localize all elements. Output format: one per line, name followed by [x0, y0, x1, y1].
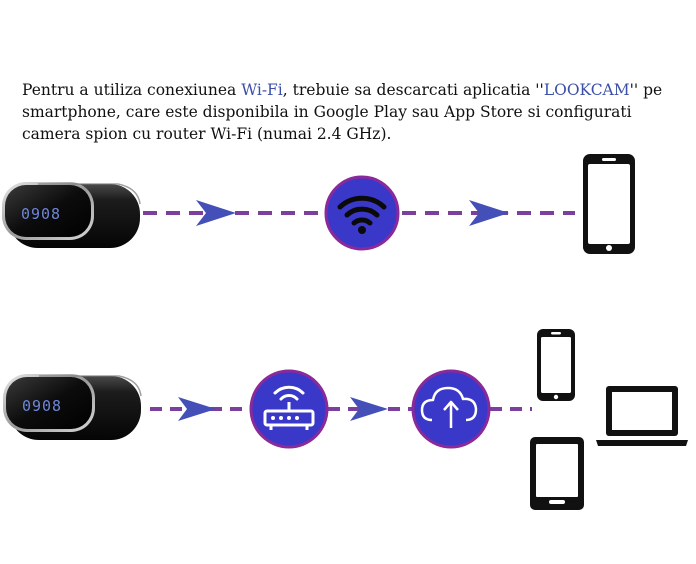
clock-digits: 0908: [21, 205, 61, 223]
row-1: 0908: [1, 154, 635, 254]
intro-text-1: Pentru a utiliza conexiunea: [22, 80, 242, 99]
flow-arrow: [469, 200, 509, 226]
smartphone-icon: [537, 329, 575, 401]
flow-arrow: [178, 397, 216, 421]
instructions-text: Pentru a utiliza conexiunea Wi-Fi, trebu…: [22, 79, 672, 145]
laptop-icon: [596, 386, 688, 446]
alarm-clock-camera-icon: 0908: [1, 181, 141, 249]
router-icon: [249, 369, 329, 449]
wifi-icon: [324, 175, 400, 251]
intro-text-3: '' pe smartphone, care este disponibila …: [22, 80, 663, 143]
smartphone-icon: [583, 154, 635, 254]
flow-arrow: [196, 200, 236, 226]
alarm-clock-camera-icon: 0908: [2, 373, 142, 441]
cloud-upload-icon: [411, 369, 491, 449]
intro-text-2: , trebuie sa descarcati aplicatia '': [282, 80, 544, 99]
flow-arrow: [350, 397, 388, 421]
wifi-highlight: Wi-Fi: [241, 80, 283, 99]
app-name-highlight: LOOKCAM: [543, 80, 630, 99]
clock-digits: 0908: [22, 397, 62, 415]
tablet-icon: [530, 437, 584, 510]
row-2: 0908: [2, 329, 688, 510]
